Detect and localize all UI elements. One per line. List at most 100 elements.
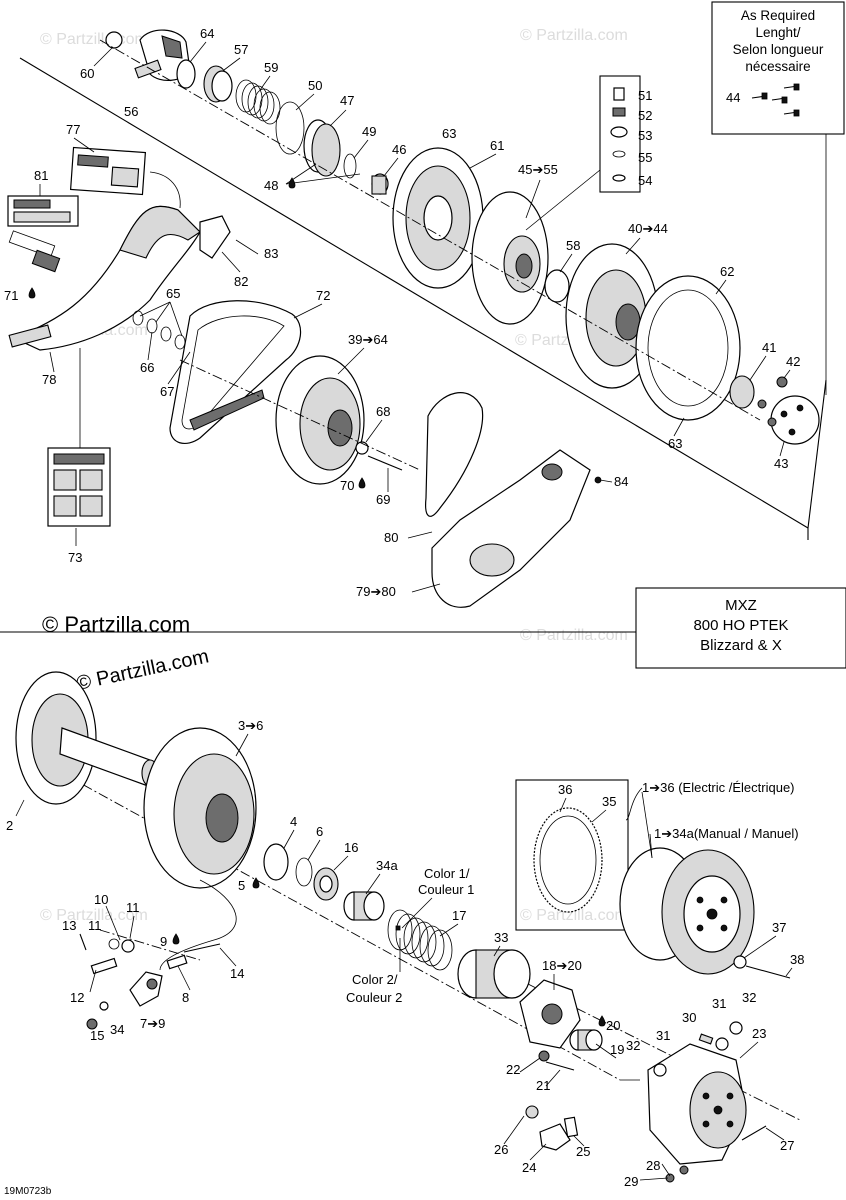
part-label: 66	[140, 360, 154, 375]
watermark: © Partzilla.com	[40, 907, 148, 924]
part-label: 64	[200, 26, 214, 41]
center-axes	[19, 39, 801, 1121]
part-label: 12	[70, 990, 84, 1005]
pulley-half-part	[471, 191, 549, 325]
part-label: 57	[234, 42, 248, 57]
part-label: 43	[774, 456, 788, 471]
o-ring-part	[176, 59, 196, 89]
part-label: 17	[452, 908, 466, 923]
watermark: © Partzilla.com	[520, 907, 628, 924]
part-label: 38	[790, 952, 804, 967]
part-label: 11	[88, 918, 102, 933]
part-label: 73	[68, 550, 82, 565]
part-label: 15	[90, 1028, 104, 1043]
part-label: 32	[626, 1038, 640, 1053]
part-label: 20	[606, 1018, 620, 1033]
belt-guard-part	[8, 205, 201, 351]
part-label: 41	[762, 340, 776, 355]
part-label: 36	[558, 782, 572, 797]
part-label: 21	[536, 1078, 550, 1093]
part-label: 84	[614, 474, 628, 489]
as-required-note-box: As Required Lenght/ Selon longueur néces…	[711, 1, 845, 135]
snap-ring-part	[275, 101, 305, 155]
callout-text: 1➔34a(Manual / Manuel)	[654, 826, 799, 841]
screw-icon	[751, 83, 800, 117]
cam-arm-part	[129, 971, 163, 1007]
part-label: 49	[362, 124, 376, 139]
part-label: 32	[742, 990, 756, 1005]
lubricant-drop-icon	[28, 177, 606, 1027]
part-label: 34a	[376, 858, 398, 873]
part-label: 69	[376, 492, 390, 507]
upper-labels: 60 64 57 56 59 50 47 49 63 46 61 48 45➔5…	[4, 26, 800, 599]
part-label: 5	[238, 878, 245, 893]
note-line: Selon longueur	[733, 42, 824, 57]
note-line: Lenght/	[755, 25, 800, 40]
clip-part	[343, 153, 357, 179]
part-label: 42	[786, 354, 800, 369]
part-label: 7➔9	[140, 1016, 165, 1031]
spring-part	[8, 230, 61, 273]
watermark: © Partzilla.com	[520, 627, 628, 644]
driven-pulley-part	[275, 355, 365, 485]
part-label: 13	[62, 918, 76, 933]
roller-set	[653, 1021, 743, 1077]
fixed-sheave-part	[15, 671, 159, 805]
part-label: 31	[656, 1028, 670, 1043]
part-label: 26	[494, 1142, 508, 1157]
part-label: 9	[160, 934, 167, 949]
bolt-part	[776, 376, 788, 388]
part-label: 48	[264, 178, 278, 193]
part-label: 81	[34, 168, 48, 183]
part-label: 14	[230, 966, 244, 981]
part-label: 54	[638, 173, 652, 188]
part-label: 2	[6, 818, 13, 833]
part-label: 18➔20	[542, 958, 582, 973]
movable-sheave-part	[143, 727, 257, 889]
part-label: 39➔64	[348, 332, 388, 347]
pin-set	[79, 933, 221, 1030]
part-label: 47	[340, 93, 354, 108]
part-label: 23	[752, 1026, 766, 1041]
part-label: 62	[720, 264, 734, 279]
note-line: As Required	[741, 8, 815, 23]
bushing-part	[569, 1029, 603, 1051]
cover-part	[425, 392, 591, 608]
watermark: © Partzilla.com	[40, 31, 148, 48]
part-label: 67	[160, 384, 174, 399]
part-label: 11	[126, 900, 140, 915]
snap-ring-part	[295, 857, 313, 887]
washer-part	[733, 955, 747, 969]
bushing-part	[203, 65, 233, 103]
callout-text: Color 1/	[424, 866, 470, 881]
part-label: 8	[182, 990, 189, 1005]
model-box: MXZ 800 HO PTEK Blizzard & X	[635, 587, 846, 669]
clutch-spring-part	[387, 909, 453, 971]
part-label: 61	[490, 138, 504, 153]
upper-leader-lines	[39, 41, 791, 593]
lower-leader-lines	[15, 733, 793, 1181]
bracket-part	[199, 215, 231, 259]
part-label: 45➔55	[518, 162, 558, 177]
detail-circle	[757, 395, 820, 445]
drive-belt-part	[169, 300, 302, 445]
drive-pulley-assembly-part	[619, 847, 755, 975]
part-label: 27	[780, 1138, 794, 1153]
fastener-stack	[599, 75, 641, 193]
spring-part	[235, 79, 281, 125]
bolt-part	[545, 1061, 575, 1071]
part-label: 44	[726, 90, 740, 105]
part-label: 10	[94, 892, 108, 907]
bolt-part	[741, 1125, 767, 1141]
part-label: 53	[638, 128, 652, 143]
part-label: 3➔6	[238, 718, 263, 733]
spider-assembly-part	[565, 243, 659, 389]
callout-text: Color 2/	[352, 972, 398, 987]
callout-text: 1➔36 (Electric /Électrique)	[642, 780, 795, 795]
warning-sticker	[69, 146, 147, 196]
model-line: 800 HO PTEK	[693, 617, 788, 634]
part-label: 46	[392, 142, 406, 157]
part-label: 78	[42, 372, 56, 387]
watermark: © Partzilla.com	[520, 27, 628, 44]
